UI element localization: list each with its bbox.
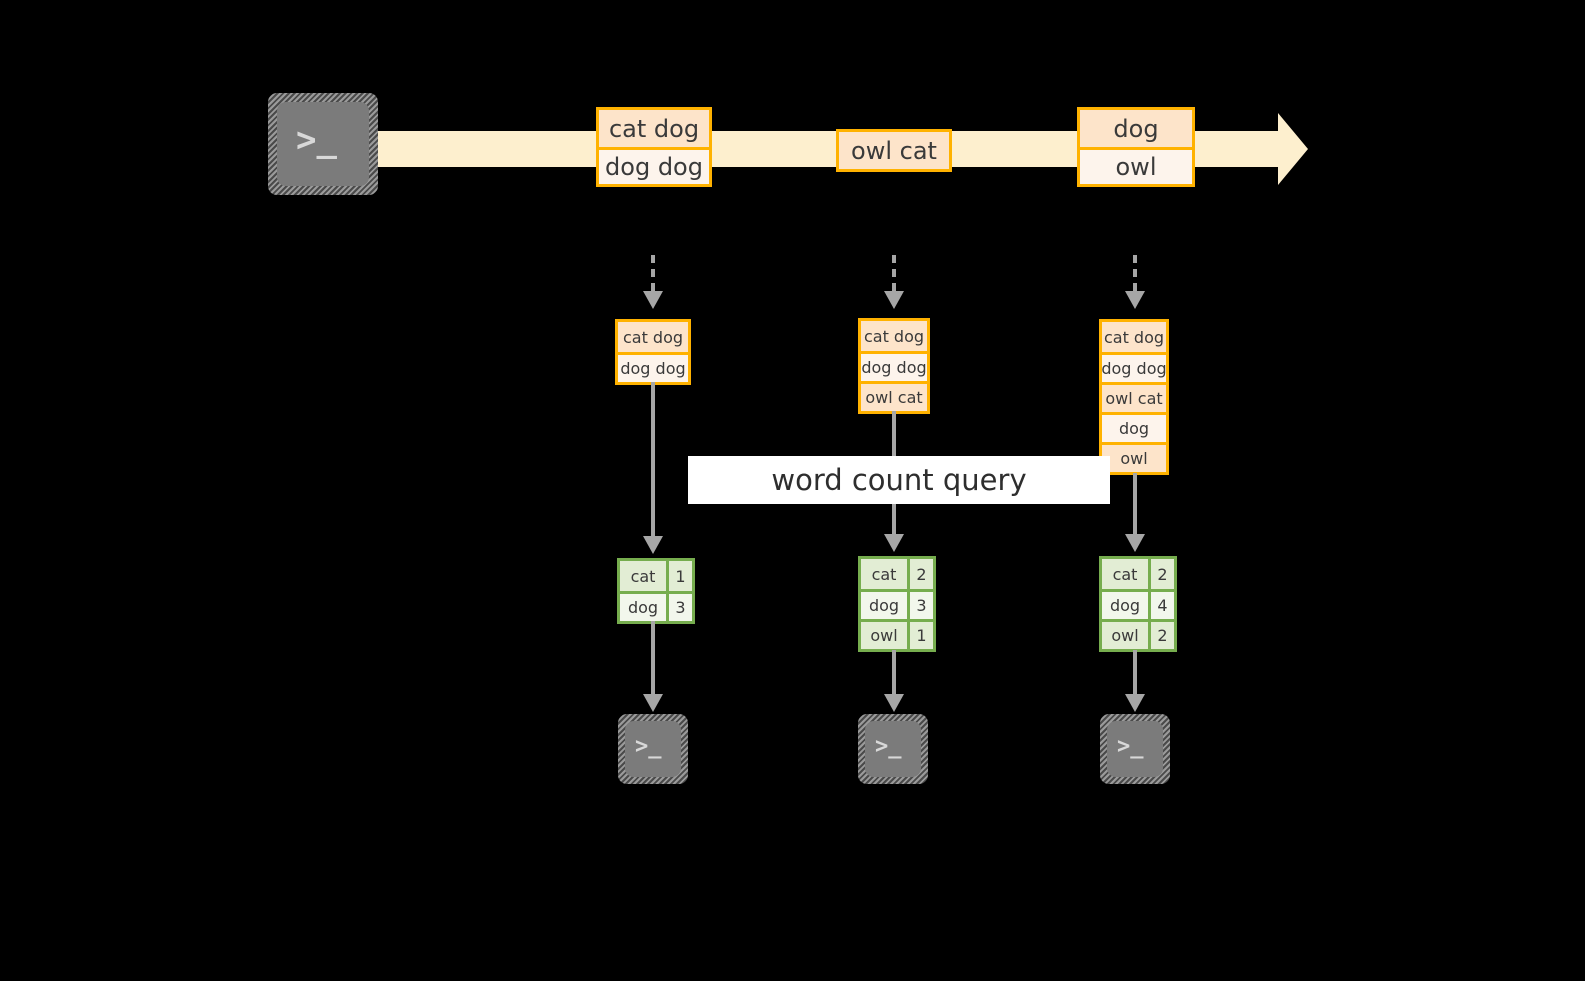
stream-to-table-arrowhead-icon xyxy=(1125,291,1145,309)
result-word: dog xyxy=(861,592,907,619)
result-row: owl 2 xyxy=(1102,619,1174,649)
table-row: cat dog xyxy=(861,321,927,351)
result-count: 1 xyxy=(666,561,692,591)
result-count: 3 xyxy=(907,592,933,619)
result-to-sink-arrowhead-icon xyxy=(643,694,663,712)
result-row: dog 3 xyxy=(620,591,692,621)
terminal-prompt-icon: >_ xyxy=(635,734,662,759)
result-word: dog xyxy=(1102,592,1148,619)
table-to-result-connector xyxy=(651,382,655,536)
table-row: cat dog xyxy=(618,322,688,352)
query-label-band: word count query xyxy=(688,456,1110,504)
result-to-sink-connector xyxy=(1133,650,1137,694)
result-word: dog xyxy=(620,594,666,621)
result-count: 2 xyxy=(907,559,933,589)
table-state-2[interactable]: cat dog dog dog owl cat xyxy=(858,318,930,414)
terminal-face xyxy=(625,721,681,777)
table-row: dog dog xyxy=(1102,352,1166,382)
terminal-prompt-icon: >_ xyxy=(875,734,902,759)
stream-event: dog dog xyxy=(599,147,709,184)
stream-event: owl cat xyxy=(839,132,949,169)
result-row: cat 1 xyxy=(620,561,692,591)
table-to-result-arrowhead-icon xyxy=(1125,534,1145,552)
stream-batch-3[interactable]: dog owl xyxy=(1077,107,1195,187)
result-word: owl xyxy=(861,622,907,649)
result-to-sink-arrowhead-icon xyxy=(1125,694,1145,712)
stream-to-table-arrowhead-icon xyxy=(884,291,904,309)
result-word: cat xyxy=(861,559,907,589)
result-row: owl 1 xyxy=(861,619,933,649)
stream-to-table-connector xyxy=(1133,255,1137,291)
result-table-3[interactable]: cat 2 dog 4 owl 2 xyxy=(1099,556,1177,652)
stream-event: owl xyxy=(1080,147,1192,184)
table-row: dog xyxy=(1102,412,1166,442)
terminal-sink-3[interactable]: >_ xyxy=(1100,714,1170,784)
result-count: 2 xyxy=(1148,622,1174,649)
result-row: cat 2 xyxy=(861,559,933,589)
terminal-sink-1[interactable]: >_ xyxy=(618,714,688,784)
terminal-face xyxy=(277,102,369,186)
terminal-prompt-icon: >_ xyxy=(1117,734,1144,759)
stream-to-table-connector xyxy=(651,255,655,291)
table-row: owl cat xyxy=(1102,382,1166,412)
table-row: owl cat xyxy=(861,381,927,411)
stream-batch-2[interactable]: owl cat xyxy=(836,129,952,172)
stream-to-table-arrowhead-icon xyxy=(643,291,663,309)
table-to-result-connector xyxy=(1133,473,1137,534)
result-row: cat 2 xyxy=(1102,559,1174,589)
result-count: 2 xyxy=(1148,559,1174,589)
table-row: cat dog xyxy=(1102,322,1166,352)
stream-event: dog xyxy=(1080,110,1192,147)
result-to-sink-arrowhead-icon xyxy=(884,694,904,712)
result-count: 1 xyxy=(907,622,933,649)
result-count: 4 xyxy=(1148,592,1174,619)
table-row: dog dog xyxy=(861,351,927,381)
table-row: dog dog xyxy=(618,352,688,382)
table-to-result-arrowhead-icon xyxy=(884,534,904,552)
query-label: word count query xyxy=(771,463,1027,497)
terminal-sink-2[interactable]: >_ xyxy=(858,714,928,784)
table-row: owl xyxy=(1102,442,1166,472)
result-word: cat xyxy=(620,561,666,591)
result-row: dog 4 xyxy=(1102,589,1174,619)
result-word: owl xyxy=(1102,622,1148,649)
result-table-1[interactable]: cat 1 dog 3 xyxy=(617,558,695,624)
result-to-sink-connector xyxy=(651,621,655,694)
terminal-face xyxy=(1107,721,1163,777)
result-table-2[interactable]: cat 2 dog 3 owl 1 xyxy=(858,556,936,652)
terminal-face xyxy=(865,721,921,777)
result-row: dog 3 xyxy=(861,589,933,619)
stream-to-table-connector xyxy=(892,255,896,291)
table-state-1[interactable]: cat dog dog dog xyxy=(615,319,691,385)
table-state-3[interactable]: cat dog dog dog owl cat dog owl xyxy=(1099,319,1169,475)
stream-arrowhead-icon xyxy=(1250,113,1308,185)
terminal-source[interactable]: >_ xyxy=(268,93,378,195)
terminal-prompt-icon: >_ xyxy=(296,120,337,160)
stream-batch-1[interactable]: cat dog dog dog xyxy=(596,107,712,187)
stream-event: cat dog xyxy=(599,110,709,147)
result-to-sink-connector xyxy=(892,650,896,694)
result-count: 3 xyxy=(666,594,692,621)
table-to-result-arrowhead-icon xyxy=(643,536,663,554)
result-word: cat xyxy=(1102,559,1148,589)
